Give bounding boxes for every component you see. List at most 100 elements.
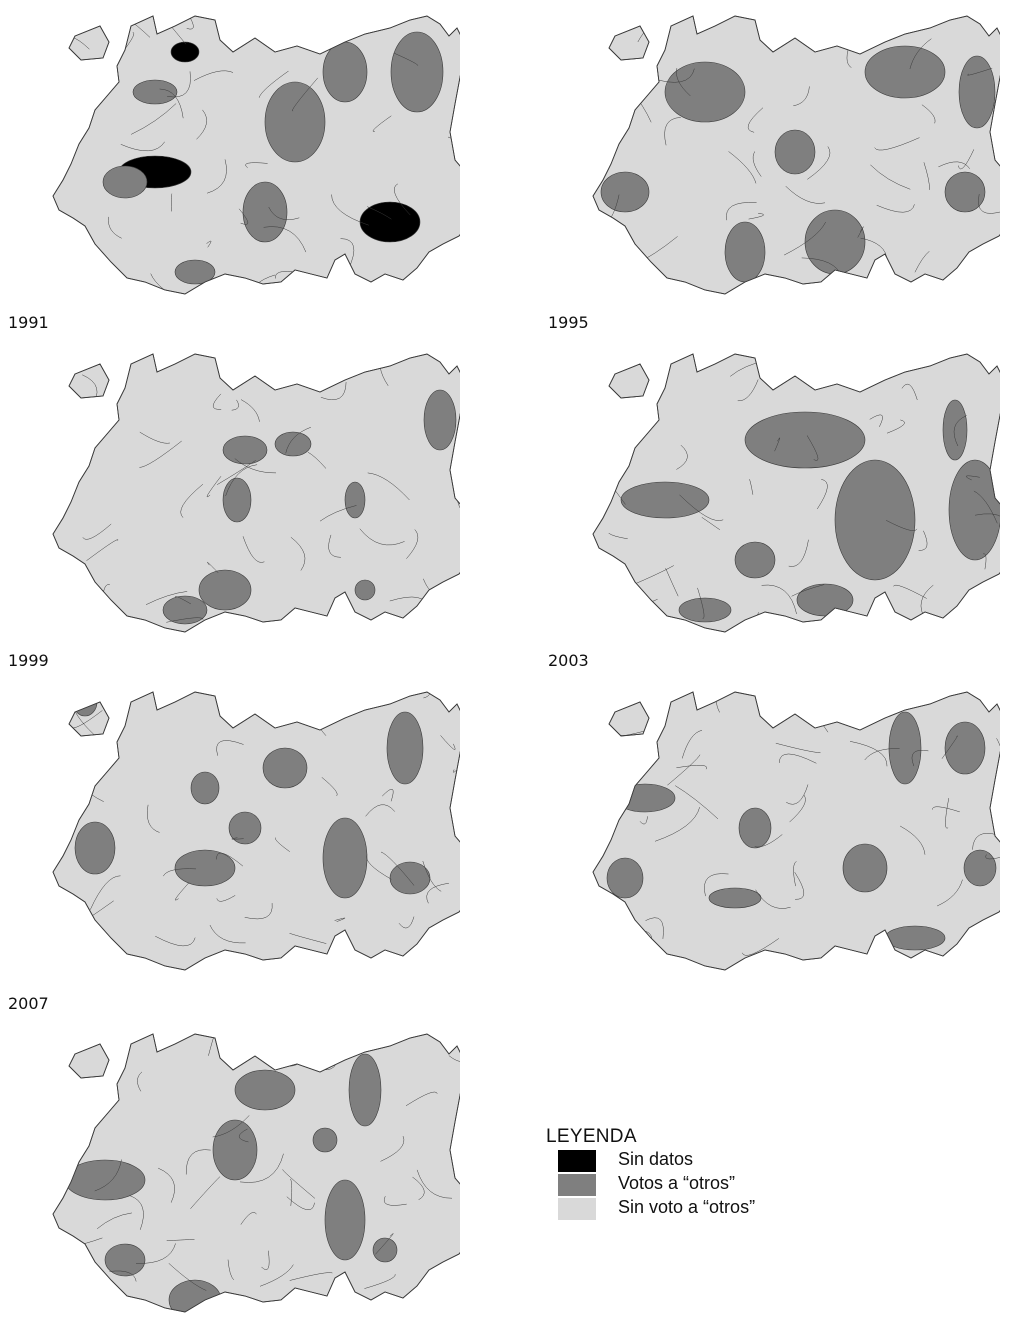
municipal-boundary bbox=[208, 1034, 218, 1056]
legend-item-votes-others: Votos a “otros” bbox=[546, 1172, 735, 1196]
municipal-boundary bbox=[244, 903, 273, 920]
municipality-votes-others bbox=[734, 541, 776, 579]
municipal-boundary bbox=[406, 529, 419, 559]
municipal-boundary bbox=[120, 141, 165, 152]
municipality-votes-others bbox=[174, 849, 236, 887]
legend-label-no-data: Sin datos bbox=[618, 1149, 694, 1169]
choropleth-map bbox=[592, 15, 1000, 295]
municipal-boundary bbox=[394, 183, 411, 216]
municipality-votes-others bbox=[322, 817, 368, 899]
municipal-boundary bbox=[857, 226, 864, 238]
municipal-boundary bbox=[697, 587, 705, 619]
municipal-boundary bbox=[613, 16, 632, 29]
municipal-boundary bbox=[783, 221, 826, 256]
municipality-votes-others bbox=[834, 459, 916, 581]
municipal-boundary bbox=[426, 882, 449, 904]
municipality-votes-others bbox=[600, 171, 650, 213]
municipality-no-data bbox=[170, 41, 200, 63]
municipal-boundary bbox=[972, 833, 998, 850]
choropleth-map bbox=[52, 691, 460, 971]
choropleth-map bbox=[592, 353, 1000, 633]
municipality-votes-others bbox=[262, 747, 308, 789]
municipal-boundary bbox=[602, 449, 619, 469]
municipal-boundary bbox=[953, 415, 967, 447]
municipal-boundary bbox=[608, 532, 628, 540]
municipality-votes-others bbox=[744, 411, 866, 469]
municipality-votes-others bbox=[724, 221, 766, 283]
municipal-boundary bbox=[234, 458, 277, 474]
municipal-boundary bbox=[245, 162, 268, 168]
municipal-boundary bbox=[228, 1044, 269, 1050]
municipal-boundary bbox=[816, 479, 828, 510]
municipality-votes-others bbox=[174, 259, 216, 285]
province-border bbox=[592, 691, 1000, 971]
municipal-boundary bbox=[139, 431, 170, 444]
municipality-votes-others bbox=[344, 481, 366, 519]
municipal-boundary bbox=[196, 109, 207, 140]
choropleth-map bbox=[52, 1033, 460, 1313]
municipality-votes-others bbox=[312, 1127, 338, 1153]
municipal-boundary bbox=[286, 1196, 315, 1211]
municipal-boundary bbox=[761, 584, 797, 615]
municipal-boundary bbox=[96, 1212, 132, 1229]
municipality-votes-others bbox=[222, 435, 268, 465]
municipal-boundary bbox=[135, 1243, 176, 1264]
municipal-boundary bbox=[193, 70, 234, 81]
municipal-boundary bbox=[163, 868, 197, 877]
municipal-boundary bbox=[779, 753, 817, 764]
municipal-boundary bbox=[86, 539, 119, 561]
map-year-label-1995: 1995 bbox=[548, 313, 589, 332]
municipal-boundary bbox=[367, 206, 392, 220]
municipal-boundary bbox=[747, 107, 764, 133]
choropleth-map bbox=[592, 691, 1000, 971]
legend-swatch-no-votes-others bbox=[558, 1198, 596, 1220]
municipal-boundary bbox=[793, 287, 820, 294]
municipal-boundary bbox=[207, 561, 219, 574]
municipal-boundary bbox=[701, 517, 721, 531]
municipal-boundary bbox=[899, 825, 926, 855]
municipal-boundary bbox=[308, 361, 323, 389]
municipal-boundary bbox=[909, 38, 932, 70]
municipal-boundary bbox=[206, 476, 222, 498]
map-year-label-2007: 2007 bbox=[8, 994, 49, 1013]
municipality-votes-others bbox=[190, 771, 220, 805]
municipal-boundary bbox=[629, 84, 642, 94]
municipal-boundary bbox=[793, 861, 797, 887]
municipal-boundary bbox=[240, 399, 260, 422]
municipal-boundary bbox=[168, 1263, 207, 1291]
municipal-boundary bbox=[911, 750, 929, 767]
municipal-boundary bbox=[609, 770, 629, 780]
municipal-boundary bbox=[79, 931, 87, 947]
municipal-boundary bbox=[108, 216, 122, 239]
municipal-boundary bbox=[983, 553, 987, 570]
municipality-votes-others bbox=[389, 861, 431, 895]
municipal-boundary bbox=[383, 1196, 407, 1206]
legend-title: LEYENDA bbox=[546, 1126, 637, 1147]
municipality-votes-others bbox=[242, 181, 288, 243]
municipality-votes-others bbox=[390, 31, 444, 113]
municipality-votes-others bbox=[212, 1119, 258, 1181]
municipal-boundary bbox=[978, 194, 1000, 214]
municipal-boundary bbox=[754, 834, 783, 848]
municipality-no-data bbox=[359, 201, 421, 243]
municipal-boundary bbox=[958, 149, 975, 170]
municipal-boundary bbox=[676, 68, 691, 97]
municipal-boundary bbox=[918, 530, 928, 551]
municipal-boundary bbox=[282, 1048, 305, 1067]
municipality-votes-others bbox=[708, 887, 762, 909]
municipal-boundary bbox=[53, 1308, 76, 1312]
municipal-boundary bbox=[364, 1274, 396, 1289]
municipal-boundary bbox=[593, 366, 609, 390]
municipal-boundary bbox=[876, 204, 915, 213]
municipal-boundary bbox=[932, 806, 960, 813]
municipal-boundary bbox=[440, 735, 456, 750]
municipal-boundary bbox=[593, 100, 609, 111]
municipal-boundary bbox=[79, 692, 91, 701]
municipal-boundary bbox=[728, 151, 757, 184]
municipality-votes-others bbox=[228, 811, 262, 845]
municipal-boundary bbox=[941, 735, 958, 759]
municipality-votes-others bbox=[620, 481, 710, 519]
municipality-votes-others bbox=[738, 807, 772, 849]
municipal-boundary bbox=[292, 77, 318, 112]
municipal-boundary bbox=[599, 764, 611, 798]
